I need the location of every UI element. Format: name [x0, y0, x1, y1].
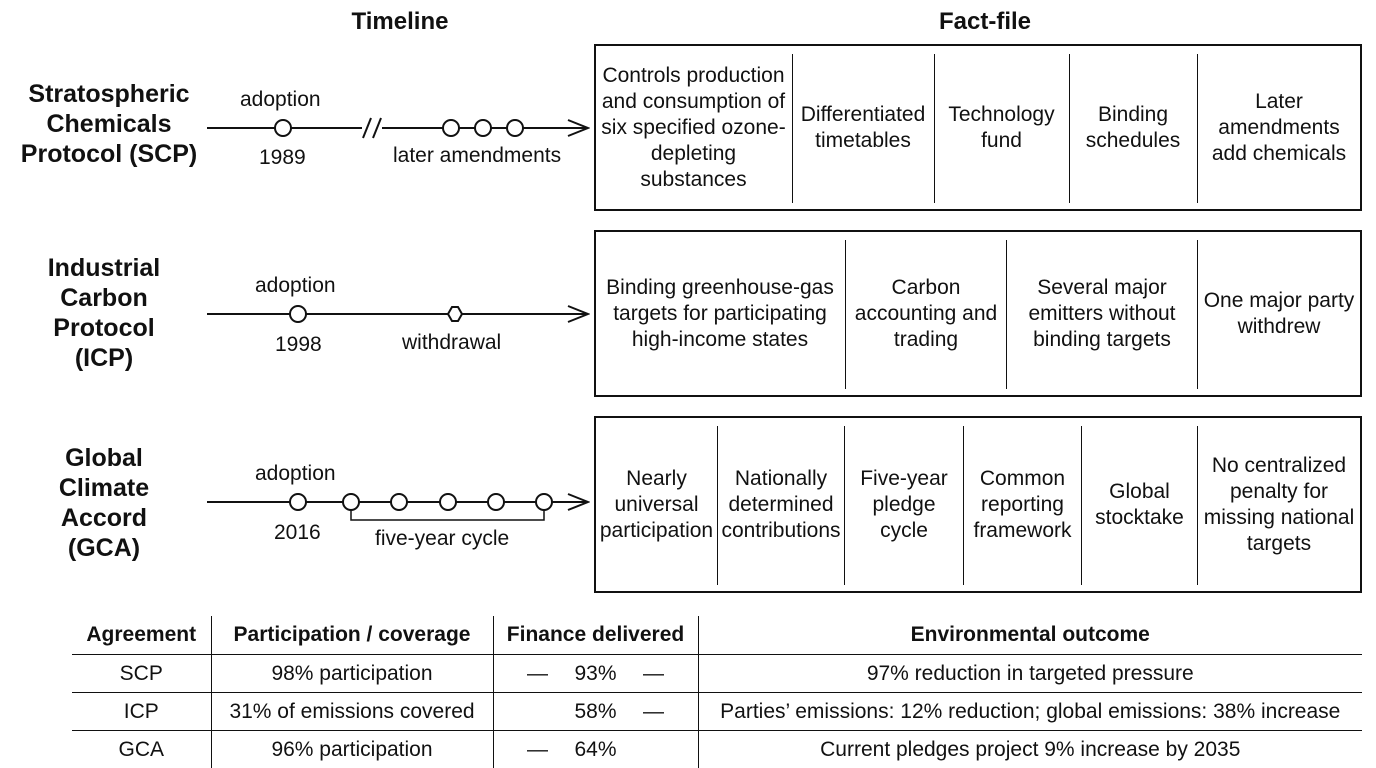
timeline-break-mark [362, 117, 372, 139]
fact-scp-1: Controls production and consumption of s… [601, 63, 786, 191]
outcome-cell: Parties’ emissions: 12% reduction; globa… [697, 692, 1362, 731]
agreement-name-gca: Global Climate Accord (GCA) [58, 444, 150, 562]
fact-gca-2: Nationally determined contributions [721, 466, 841, 542]
timeline-icp-later-label: withdrawal [402, 331, 502, 354]
agreement-cell: ICP [123, 699, 159, 723]
timeline-icp-year: 1998 [275, 333, 322, 356]
agreement-cell: GCA [118, 737, 164, 761]
timeline-scp [207, 117, 588, 139]
adoption-node [289, 305, 307, 323]
fact-divider [845, 240, 846, 389]
fact-icp-2: Carbon accounting and trading [854, 275, 998, 351]
outcome-cell: Current pledges project 9% increase by 2… [697, 730, 1362, 768]
timeline-icp-event-label: adoption [255, 274, 336, 297]
timeline-gca-event-label: adoption [255, 462, 336, 485]
fact-divider [844, 426, 845, 585]
timeline-break-mark [372, 117, 382, 139]
amendment-node [506, 119, 524, 137]
column-header-agreement: Agreement [86, 623, 197, 646]
fact-gca-6: No centralized penalty for missing natio… [1203, 453, 1355, 555]
fact-divider [934, 54, 935, 203]
fact-gca-5: Global stocktake [1095, 479, 1184, 529]
timeline-scp-later-label: later amendments [393, 144, 562, 167]
factfile-scp: Controls production and consumption of s… [594, 44, 1362, 211]
participation-cell: 98% participation [210, 654, 493, 693]
fact-gca-4: Common reporting framework [973, 466, 1072, 542]
timeline-header: Timeline [351, 8, 449, 35]
timeline-gca-later-label: five-year cycle [375, 527, 510, 550]
participation-cell: 96% participation [210, 730, 493, 768]
fact-divider [1081, 426, 1082, 585]
adoption-node [274, 119, 292, 137]
finance-dash-after: — [643, 661, 664, 685]
table-row: GCA 96% participation — 64% Current pled… [72, 730, 1362, 768]
summary-table: Agreement Participation / coverage Finan… [72, 616, 1362, 768]
fact-scp-2: Differentiated timetables [800, 102, 926, 152]
cycle-node [342, 493, 360, 511]
fact-divider [1197, 240, 1198, 389]
fact-divider [1006, 240, 1007, 389]
participation-cell: 31% of emissions covered [210, 692, 493, 731]
finance-cell: 58% — [492, 692, 698, 731]
withdrawal-node [446, 306, 464, 322]
cycle-node [390, 493, 408, 511]
cycle-node [487, 493, 505, 511]
column-header-outcome: Environmental outcome [697, 616, 1362, 655]
finance-value: 93% [574, 661, 617, 685]
agreement-name-scp: Stratospheric Chemicals Protocol (SCP) [20, 80, 198, 168]
fact-scp-4: Binding schedules [1085, 102, 1181, 152]
fact-divider [717, 426, 718, 585]
table-header-row: Agreement Participation / coverage Finan… [72, 616, 1362, 655]
timeline-scp-year: 1989 [259, 146, 306, 169]
fact-icp-1: Binding greenhouse-gas targets for parti… [606, 275, 834, 351]
column-header-participation: Participation / coverage [210, 616, 493, 655]
fact-divider [1197, 54, 1198, 203]
timeline-gca-year: 2016 [274, 521, 321, 544]
agreement-cell: SCP [119, 661, 163, 685]
fact-gca-1: Nearly universal participation [599, 466, 714, 542]
cycle-node [439, 493, 457, 511]
finance-dash-before: — [527, 661, 548, 685]
fact-scp-5: Later amendments add chemicals [1211, 89, 1347, 165]
fact-icp-4: One major party withdrew [1203, 288, 1355, 338]
finance-value: 58% [574, 699, 617, 723]
timeline-icp [207, 305, 588, 323]
amendment-node [474, 119, 492, 137]
timeline-scp-event-label: adoption [240, 88, 321, 111]
finance-dash-before [510, 700, 566, 724]
fact-divider [1197, 426, 1198, 585]
finance-dash-before: — [527, 737, 548, 761]
table-row: ICP 31% of emissions covered 58% — Parti… [72, 692, 1362, 731]
fact-divider [792, 54, 793, 203]
fact-scp-3: Technology fund [948, 102, 1055, 152]
finance-dash-after: — [643, 699, 664, 723]
factfile-header: Fact-file [938, 8, 1031, 35]
fact-divider [1069, 54, 1070, 203]
agreement-name-icp: Industrial Carbon Protocol (ICP) [47, 254, 161, 372]
finance-dash-after [626, 738, 682, 762]
cycle-node [535, 493, 553, 511]
fact-divider [963, 426, 964, 585]
amendment-node [442, 119, 460, 137]
fact-gca-3: Five-year pledge cycle [860, 466, 948, 542]
factfile-gca: Nearly universal participation Nationall… [594, 416, 1362, 593]
factfile-icp: Binding greenhouse-gas targets for parti… [594, 230, 1362, 397]
timeline-gca [207, 493, 588, 521]
outcome-cell: 97% reduction in targeted pressure [697, 654, 1362, 693]
finance-value: 64% [574, 737, 617, 761]
fact-icp-3: Several major emitters without binding t… [1028, 275, 1176, 351]
finance-cell: — 64% [492, 730, 698, 768]
table-row: SCP 98% participation — 93% — 97% reduct… [72, 654, 1362, 693]
column-header-finance: Finance delivered [492, 616, 698, 655]
adoption-node [289, 493, 307, 511]
finance-cell: — 93% — [492, 654, 698, 693]
